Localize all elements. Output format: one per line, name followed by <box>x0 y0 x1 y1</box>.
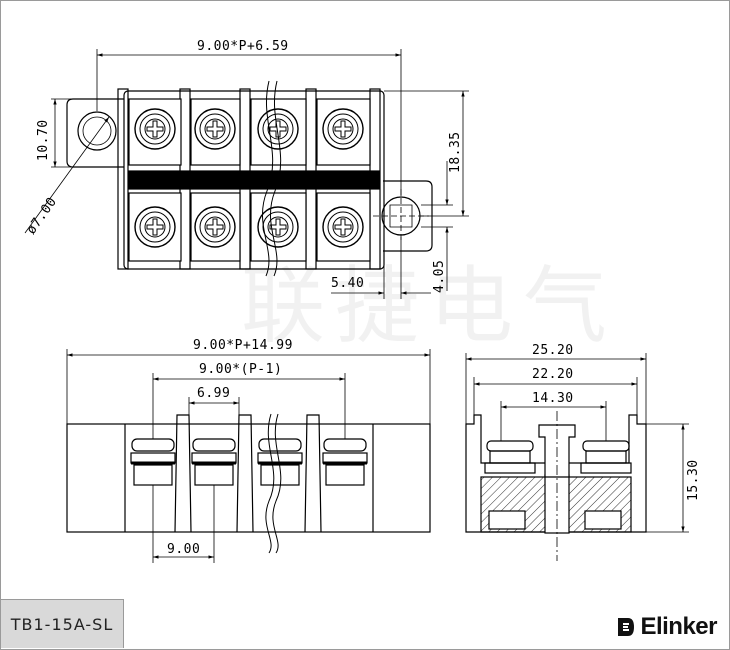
break-lines <box>262 80 282 277</box>
screw-head-icon <box>194 108 236 150</box>
part-number-label: TB1-15A-SL <box>1 599 124 648</box>
elinker-logo-icon <box>618 618 635 636</box>
brand-logo: Elinker <box>616 613 717 641</box>
dim-hole-dia: ø7.00 <box>24 195 60 238</box>
screw-head-icon <box>322 206 364 248</box>
front-view <box>66 413 431 554</box>
dim-front-total: 9.00*P+14.99 <box>193 338 293 353</box>
screw-heads <box>134 108 364 248</box>
screw-head-icon <box>257 206 299 248</box>
dim-small-height: 4.05 <box>432 260 447 293</box>
screw-head-icon <box>134 108 176 150</box>
screw-head-icon <box>134 206 176 248</box>
barrier-ribs <box>117 88 381 270</box>
screw-head-icon <box>194 206 236 248</box>
side-view <box>465 411 647 561</box>
watermark: 联捷电气 <box>241 257 618 355</box>
dim-side-mid: 22.20 <box>532 367 574 382</box>
screws-bottom-row <box>128 192 371 262</box>
dim-front-pitch-span: 9.00*(P-1) <box>199 362 282 377</box>
dim-pitch: 9.00 <box>167 542 200 557</box>
left-mount-hole <box>77 111 117 151</box>
dim-side-total: 25.20 <box>532 343 574 358</box>
screw-head-icon <box>322 108 364 150</box>
brand-name: Elinker <box>640 613 717 640</box>
dim-offset: 5.40 <box>331 276 364 291</box>
screws-top-row <box>128 98 371 166</box>
dim-right-height: 18.35 <box>448 131 463 173</box>
dim-barrier-gap: 6.99 <box>197 386 230 401</box>
dim-top-width: 9.00*P+6.59 <box>197 39 289 54</box>
top-view <box>66 88 433 270</box>
dim-left-height: 10.70 <box>36 119 51 161</box>
dim-side-height: 15.30 <box>686 459 701 501</box>
dim-side-inner: 14.30 <box>532 391 574 406</box>
